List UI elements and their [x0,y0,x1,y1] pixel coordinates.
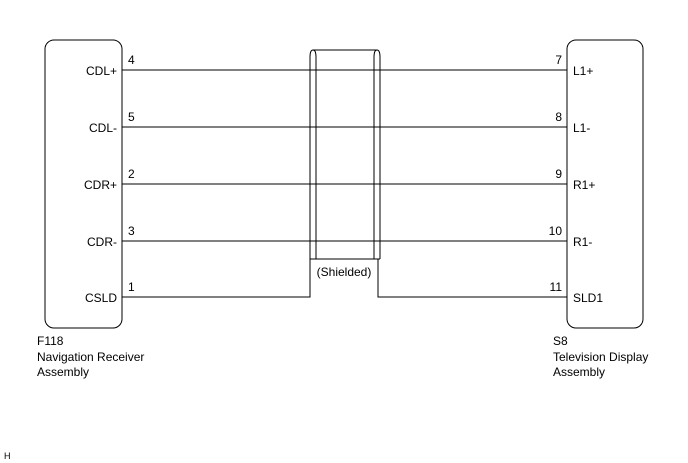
right-pin-3: 9 [555,167,562,181]
right-signal-2: L1- [573,121,590,135]
left-signal-5: CSLD [85,291,117,305]
left-connector-code: F118 [37,334,64,348]
right-connector-name-line1: Television Display [553,350,648,364]
right-signal-3: R1+ [573,178,595,192]
left-pin-1: 4 [128,53,135,67]
right-pin-4: 10 [549,224,563,238]
left-signal-2: CDL- [89,121,117,135]
left-signal-4: CDR- [87,235,117,249]
right-connector-code: S8 [553,334,568,348]
right-signal-4: R1- [573,235,592,249]
left-connector-name-line2: Assembly [37,365,89,379]
corner-mark: H [4,451,11,461]
left-pin-5: 1 [128,280,135,294]
left-signal-1: CDL+ [86,64,117,78]
shield-right-outer [373,49,381,259]
left-pin-2: 5 [128,110,135,124]
left-signal-3: CDR+ [84,178,117,192]
right-connector-name-line2: Assembly [553,365,605,379]
right-pin-2: 8 [555,110,562,124]
right-pin-1: 7 [555,53,562,67]
left-pin-3: 2 [128,167,135,181]
shield-drain-wire [122,259,311,298]
right-signal-5: SLD1 [573,291,603,305]
right-signal-1: L1+ [573,64,593,78]
shield-label: (Shielded) [317,265,372,279]
left-pin-4: 3 [128,224,135,238]
shield-drain-wire-right [377,259,567,298]
right-pin-5: 11 [550,280,563,294]
shield-left-outer [309,49,317,259]
left-connector-name-line1: Navigation Receiver [37,350,144,364]
